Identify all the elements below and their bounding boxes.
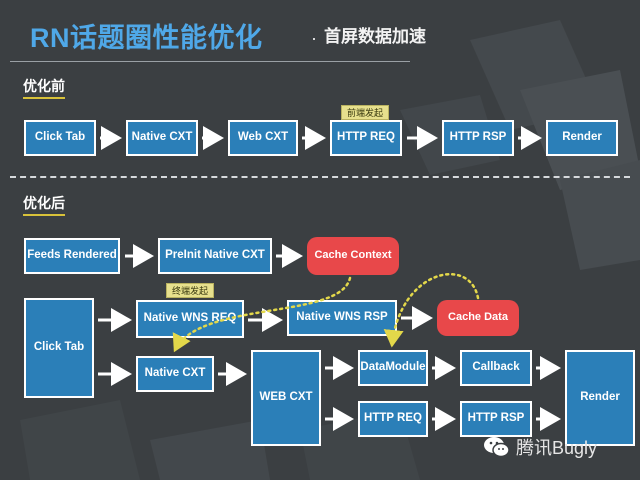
after-render-box: Render (565, 350, 635, 446)
after-native-cxt-box: Native CXT (136, 356, 214, 392)
after-cache-data-box: Cache Data (437, 300, 519, 336)
after-datamodule-box: DataModule (358, 350, 428, 386)
title-separator: · (311, 28, 317, 48)
dotted-arrow-cache-context-to-native-cxt (172, 276, 352, 353)
after-feeds-rendered-box: Feeds Rendered (24, 238, 120, 274)
before-http-rsp-box: HTTP RSP (442, 120, 514, 156)
after-native-wns-rsp-box: Native WNS RSP (287, 300, 397, 336)
before-native-cxt-box: Native CXT (126, 120, 198, 156)
before-web-cxt-box: Web CXT (228, 120, 298, 156)
section-divider (10, 176, 630, 178)
after-cache-context-box: Cache Context (307, 237, 399, 275)
after-http-rsp-box: HTTP RSP (460, 401, 532, 437)
after-web-cxt-box: WEB CXT (251, 350, 321, 446)
after-click-tab-box: Click Tab (24, 298, 94, 398)
before-frontend-initiated-tag: 前端发起 (341, 105, 389, 120)
after-callback-box: Callback (460, 350, 532, 386)
page-subtitle: 首屏数据加速 (324, 27, 426, 46)
page-title: RN话题圈性能优化 (30, 23, 263, 53)
dotted-arrow-cache-data-to-datamodule (383, 272, 480, 348)
before-render-box: Render (546, 120, 618, 156)
after-terminal-initiated-tag: 终端发起 (166, 283, 214, 298)
title-underline (10, 61, 410, 62)
before-click-tab-box: Click Tab (24, 120, 96, 156)
wechat-icon (484, 437, 510, 458)
watermark-text: 腾讯Bugly (516, 438, 598, 458)
after-preinit-native-cxt-box: PreInit Native CXT (158, 238, 272, 274)
before-http-req-box: HTTP REQ (330, 120, 402, 156)
after-http-req-box: HTTP REQ (358, 401, 428, 437)
section-label-before: 优化前 (23, 76, 65, 99)
section-label-after: 优化后 (23, 193, 65, 216)
watermark-logo: 腾讯Bugly (482, 432, 597, 462)
